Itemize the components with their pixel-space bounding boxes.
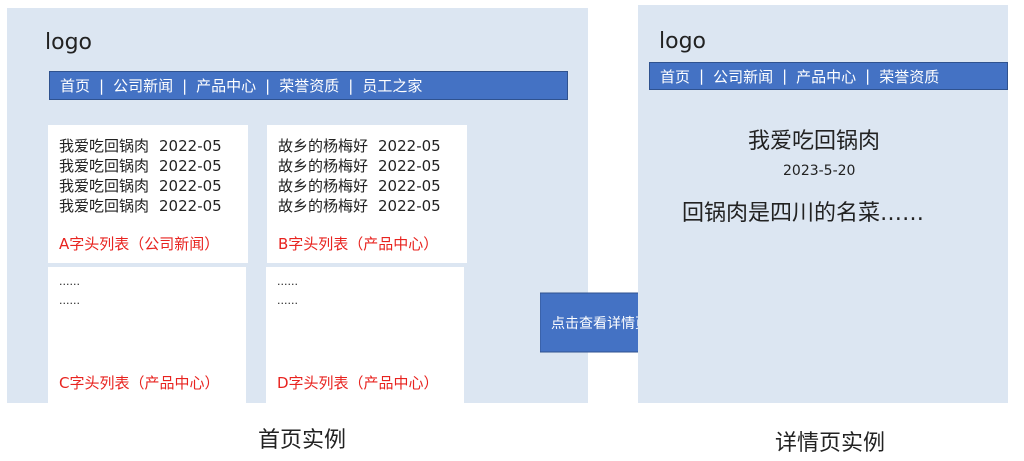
list-item-title: 故乡的杨梅好 [278,197,369,215]
article-date: 2023-5-20 [783,163,856,179]
nav-separator: | [99,76,105,95]
nav-separator: | [782,67,788,85]
nav-item-company-news[interactable]: 公司新闻 [113,77,174,95]
list-a-caption: A字头列表（公司新闻） [59,235,220,253]
list-item[interactable]: 故乡的杨梅好 2022-05 [278,176,441,196]
list-item-date: 2022-05 [378,137,441,155]
nav-item-products[interactable]: 产品中心 [796,67,857,86]
nav-separator: | [182,76,188,95]
list-card-c: ...... ...... C字头列表（产品中心） [48,267,246,403]
detail-logo: logo [659,29,706,54]
nav-item-employees[interactable]: 员工之家 [362,77,423,95]
list-c-caption: C字头列表（产品中心） [59,374,220,392]
view-detail-label: 点击查看详情页 [551,316,649,332]
list-card-d: ...... ...... D字头列表（产品中心） [266,267,464,403]
list-item-date: 2022-05 [159,177,222,195]
list-item-title: 我爱吃回锅肉 [59,137,150,155]
detail-page-mockup: logo 首页 | 公司新闻 | 产品中心 | 荣誉资质 我爱吃回锅肉 2023… [638,5,1008,403]
list-item-date: 2022-05 [378,197,441,215]
list-item[interactable]: 我爱吃回锅肉 2022-05 [59,176,222,196]
list-item[interactable]: 故乡的杨梅好 2022-05 [278,196,441,216]
list-item-title: 故乡的杨梅好 [278,177,369,195]
nav-separator: | [265,76,271,95]
article-title: 我爱吃回锅肉 [748,129,881,154]
list-item-title: 故乡的杨梅好 [278,137,369,155]
list-item-title: 故乡的杨梅好 [278,157,369,175]
list-item[interactable]: 我爱吃回锅肉 2022-05 [59,136,222,156]
list-c: ...... ...... [59,272,80,310]
nav-item-company-news[interactable]: 公司新闻 [713,67,774,86]
nav-item-honors[interactable]: 荣誉资质 [879,67,940,86]
list-card-a: 我爱吃回锅肉 2022-05 我爱吃回锅肉 2022-05 我爱吃回锅肉 2022-0… [48,125,248,263]
list-b-caption: B字头列表（产品中心） [278,235,439,253]
list-item-placeholder: ...... [59,275,80,288]
list-b: 故乡的杨梅好 2022-05 故乡的杨梅好 2022-05 故乡的杨梅好 2022-0… [278,136,441,216]
list-item-date: 2022-05 [378,157,441,175]
list-d-caption: D字头列表（产品中心） [277,374,439,392]
list-item-date: 2022-05 [159,157,222,175]
list-item-title: 我爱吃回锅肉 [59,197,150,215]
detail-page-caption: 详情页实例 [775,431,886,456]
list-item-placeholder: ...... [277,294,298,307]
nav-item-home[interactable]: 首页 [660,67,691,86]
list-item[interactable]: 故乡的杨梅好 2022-05 [278,136,441,156]
list-item-date: 2022-05 [378,177,441,195]
article-body: 回锅肉是四川的名菜…… [682,201,925,226]
list-a: 我爱吃回锅肉 2022-05 我爱吃回锅肉 2022-05 我爱吃回锅肉 2022-0… [59,136,222,216]
home-page-caption: 首页实例 [258,428,347,453]
home-page-mockup: logo 首页 | 公司新闻 | 产品中心 | 荣誉资质 | 员工之家 我爱吃回… [7,8,588,403]
list-item-date: 2022-05 [159,197,222,215]
list-item-placeholder: ...... [59,294,80,307]
list-item[interactable]: 我爱吃回锅肉 2022-05 [59,156,222,176]
nav-separator: | [699,67,705,85]
detail-nav-bar: 首页 | 公司新闻 | 产品中心 | 荣誉资质 [649,62,1008,90]
list-item[interactable]: 我爱吃回锅肉 2022-05 [59,196,222,216]
list-d: ...... ...... [277,272,298,310]
list-item-title: 我爱吃回锅肉 [59,177,150,195]
list-item[interactable]: 故乡的杨梅好 2022-05 [278,156,441,176]
home-nav-bar: 首页 | 公司新闻 | 产品中心 | 荣誉资质 | 员工之家 [49,71,568,100]
list-item-placeholder: ...... [277,275,298,288]
home-logo: logo [45,30,92,55]
nav-separator: | [865,67,871,85]
nav-item-home[interactable]: 首页 [60,77,91,95]
nav-item-honors[interactable]: 荣誉资质 [279,77,340,95]
nav-item-products[interactable]: 产品中心 [196,77,257,95]
list-card-b: 故乡的杨梅好 2022-05 故乡的杨梅好 2022-05 故乡的杨梅好 2022-0… [267,125,467,263]
nav-separator: | [348,76,354,95]
list-item-title: 我爱吃回锅肉 [59,157,150,175]
list-item-date: 2022-05 [159,137,222,155]
